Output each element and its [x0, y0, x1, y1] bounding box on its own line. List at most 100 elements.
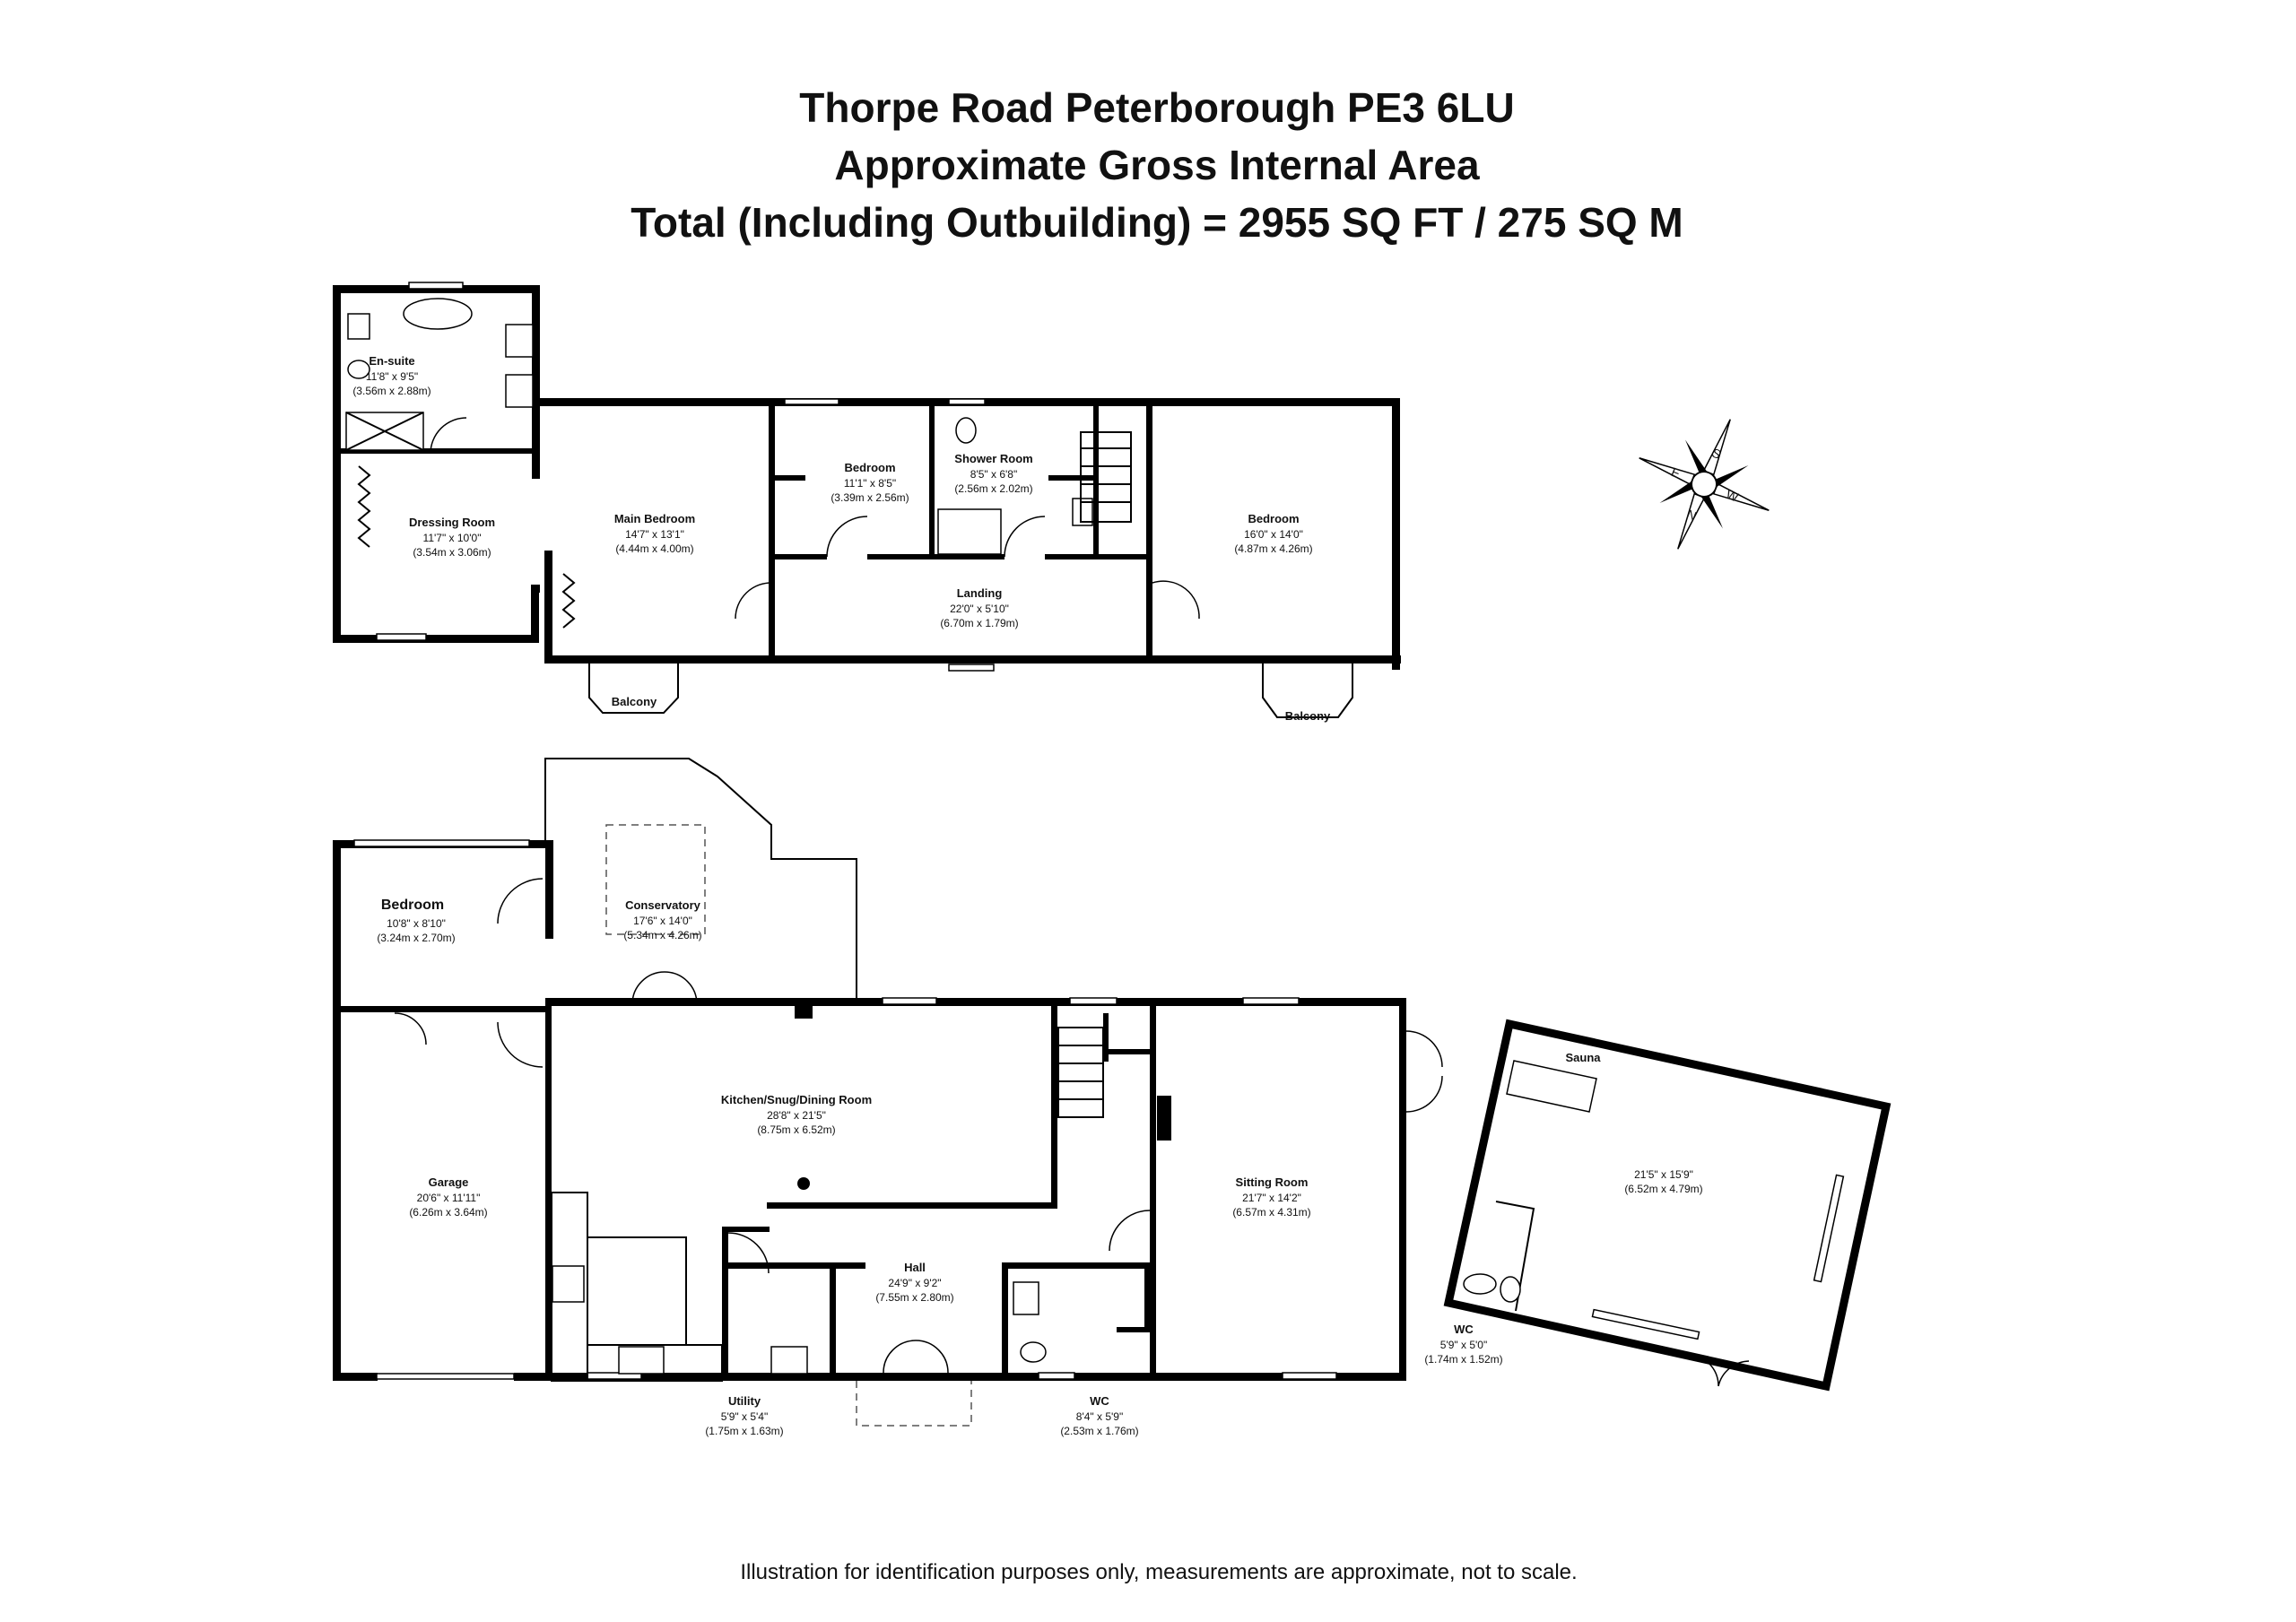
kitchen-island — [587, 1236, 687, 1346]
window — [948, 398, 986, 405]
front-doors — [883, 1340, 949, 1374]
label-main-bedroom: Main Bedroom — [614, 512, 695, 525]
dim-outbuilding: 21'5" x 15'9" — [1634, 1168, 1693, 1181]
dim-kitchen-metric: (8.75m x 6.52m) — [757, 1123, 835, 1136]
dim-main-bedroom-metric: (4.44m x 4.00m) — [615, 542, 693, 555]
door-swing — [430, 417, 467, 455]
door-swing — [497, 1021, 544, 1068]
window — [408, 282, 464, 290]
utility-sink — [770, 1346, 808, 1375]
wall — [725, 1227, 770, 1232]
dim-landing: 22'0" x 5'10" — [950, 603, 1009, 615]
shower-diagonal — [345, 412, 424, 451]
sitting-room-french-doors — [1405, 1030, 1443, 1113]
sink — [505, 374, 534, 408]
stairs — [1057, 1027, 1104, 1118]
wall — [545, 998, 1406, 1006]
wall — [1146, 405, 1152, 663]
dim-ensuite-metric: (3.56m x 2.88m) — [352, 385, 430, 397]
label-ensuite: En-suite — [369, 354, 414, 368]
wardrobe-doors — [357, 465, 371, 548]
wall — [769, 405, 775, 663]
title-block: Thorpe Road Peterborough PE3 6LU Approxi… — [0, 79, 2296, 251]
wall — [1392, 398, 1400, 670]
sink — [347, 313, 370, 340]
first-floor: En-suite 11'8" x 9'5" (3.56m x 2.88m) Dr… — [333, 282, 1401, 723]
compass-arm — [1700, 496, 1723, 529]
dim-bedroom-right-metric: (4.87m x 4.26m) — [1234, 542, 1312, 555]
sink — [1013, 1281, 1039, 1315]
label-conservatory: Conservatory — [625, 898, 701, 912]
ground-floor: Bedroom 10'8" x 8'10" (3.24m x 2.70m) Co… — [333, 758, 1443, 1437]
wall — [1093, 405, 1099, 558]
dim-outbuilding-metric: (6.52m x 4.79m) — [1624, 1183, 1702, 1195]
dim-garage: 20'6" x 11'11" — [417, 1192, 481, 1204]
wall — [767, 1202, 1056, 1209]
dim-utility: 5'9" x 5'4" — [721, 1410, 768, 1423]
hob — [552, 1265, 585, 1303]
column — [795, 1006, 813, 1019]
door-swing — [735, 582, 774, 620]
wall — [491, 1006, 545, 1012]
balcony-left-outline — [588, 664, 679, 714]
wall — [333, 635, 539, 643]
sauna-bench — [1506, 1060, 1597, 1113]
wall — [545, 840, 553, 939]
wall — [339, 1006, 393, 1012]
column — [797, 1177, 810, 1190]
dim-dressing-metric: (3.54m x 3.06m) — [413, 546, 491, 559]
wall — [333, 448, 537, 454]
dim-kitchen: 28'8" x 21'5" — [767, 1109, 826, 1122]
wall — [532, 398, 540, 479]
label-bedroom-ground: Bedroom — [381, 898, 444, 913]
wall — [1399, 998, 1406, 1381]
wc-partition — [1495, 1201, 1535, 1312]
label-balcony-right: Balcony — [1285, 709, 1331, 723]
dim-outbuilding-wc-metric: (1.74m x 1.52m) — [1424, 1353, 1502, 1366]
dim-main-bedroom: 14'7" x 13'1" — [625, 528, 684, 541]
window — [1282, 1372, 1337, 1380]
compass: S W E N — [1639, 419, 1770, 550]
dim-shower-room-metric: (2.56m x 2.02m) — [954, 482, 1032, 495]
window — [784, 398, 839, 405]
dim-garage-metric: (6.26m x 3.64m) — [409, 1206, 487, 1219]
title-total-area: Total (Including Outbuilding) = 2955 SQ … — [631, 199, 1683, 246]
wall — [773, 554, 827, 559]
wall — [1051, 1006, 1057, 1209]
wall — [1150, 1006, 1156, 1381]
label-sauna: Sauna — [1565, 1051, 1601, 1064]
compass-arm — [1716, 465, 1749, 488]
wall — [722, 1227, 728, 1381]
toilet — [347, 360, 370, 379]
dim-utility-metric: (1.75m x 1.63m) — [705, 1425, 783, 1437]
outbuilding-doors — [1685, 1353, 1750, 1387]
label-bedroom-small: Bedroom — [844, 461, 895, 474]
window — [948, 664, 995, 672]
window — [1242, 997, 1300, 1005]
compass-arm — [1712, 482, 1770, 511]
wall — [333, 1373, 378, 1381]
wall — [1094, 554, 1150, 559]
porch-outline — [856, 1381, 972, 1427]
window — [1038, 1372, 1075, 1380]
label-dressing-room: Dressing Room — [409, 516, 495, 529]
door-swing — [727, 1232, 770, 1274]
outbuilding-walls — [1443, 1019, 1892, 1392]
wall — [544, 655, 1401, 664]
label-balcony-left: Balcony — [612, 695, 657, 708]
wall — [773, 475, 805, 481]
label-landing: Landing — [957, 586, 1003, 600]
label-utility: Utility — [728, 1394, 761, 1408]
label-sitting-room: Sitting Room — [1236, 1175, 1309, 1189]
dim-landing-metric: (6.70m x 1.79m) — [940, 617, 1018, 629]
dim-conservatory-metric: (5.34m x 4.26m) — [623, 929, 701, 941]
window — [1591, 1308, 1700, 1340]
compass-s: S — [1710, 446, 1724, 462]
garage-door — [376, 1373, 515, 1380]
label-shower-room: Shower Room — [954, 452, 1032, 465]
label-kitchen: Kitchen/Snug/Dining Room — [721, 1093, 872, 1106]
compass-arm — [1702, 419, 1731, 476]
dim-bedroom-right: 16'0" x 14'0" — [1244, 528, 1303, 541]
wall — [1048, 475, 1093, 481]
